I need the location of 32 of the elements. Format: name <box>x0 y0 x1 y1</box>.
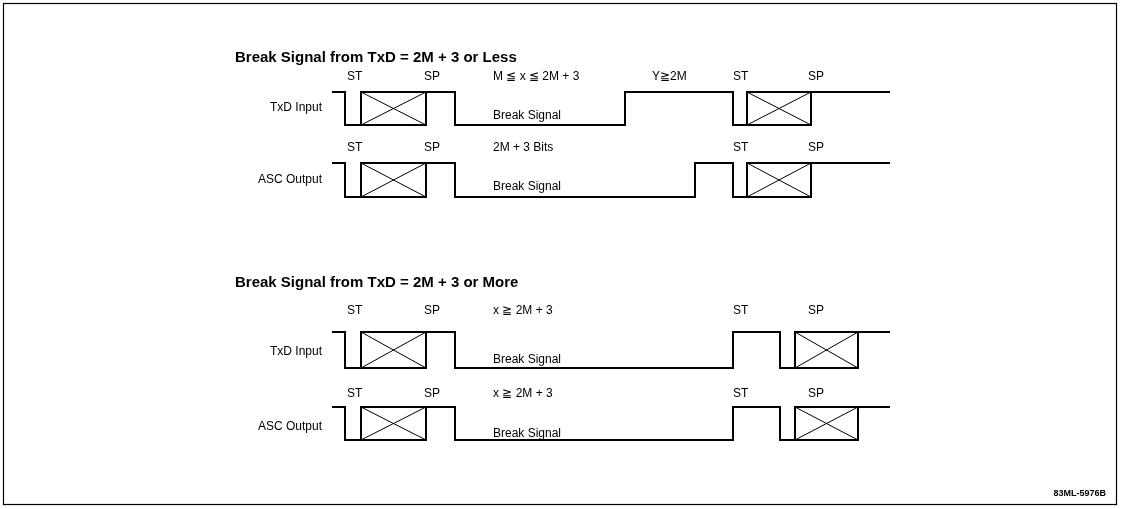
duration-label: x ≧ 2M + 3 <box>493 387 553 401</box>
bit-label: SP <box>424 387 440 401</box>
waveform-label: Break Signal <box>493 180 562 194</box>
bit-label: ST <box>347 70 363 84</box>
bit-label: SP <box>808 304 824 318</box>
bit-label: ST <box>347 304 363 318</box>
bit-label: SP <box>424 70 440 84</box>
bit-label: ST <box>347 387 363 401</box>
signal-name: ASC Output <box>257 173 322 187</box>
section-heading: Break Signal from TxD = 2M + 3 or More <box>235 273 519 291</box>
bit-label: SP <box>424 141 440 155</box>
bit-label: SP <box>808 387 824 401</box>
bit-label: SP <box>808 141 824 155</box>
duration-label: Y≧2M <box>652 70 687 84</box>
waveform-label: Break Signal <box>493 109 562 123</box>
bit-label: SP <box>424 304 440 318</box>
section-heading: Break Signal from TxD = 2M + 3 or Less <box>235 48 517 66</box>
bit-label: SP <box>808 70 824 84</box>
bit-label: ST <box>733 387 749 401</box>
figure-number: 83ML-5976B <box>1053 489 1106 499</box>
duration-label: x ≧ 2M + 3 <box>493 304 553 318</box>
bit-label: ST <box>347 141 363 155</box>
signal-name: TxD Input <box>269 345 322 359</box>
bit-label: ST <box>733 70 749 84</box>
signal-name: ASC Output <box>257 420 322 434</box>
signal-name: TxD Input <box>269 101 322 115</box>
bit-label: ST <box>733 141 749 155</box>
waveform-label: Break Signal <box>493 353 562 367</box>
bit-label: ST <box>733 304 749 318</box>
duration-label: 2M + 3 Bits <box>493 141 554 155</box>
duration-label: M ≦ x ≦ 2M + 3 <box>493 70 580 84</box>
waveform-label: Break Signal <box>493 427 562 441</box>
